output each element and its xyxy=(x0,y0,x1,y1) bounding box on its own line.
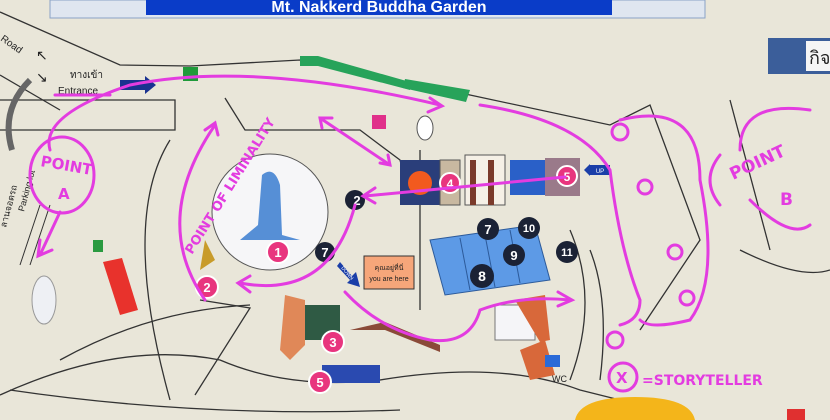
storyteller-marker xyxy=(636,178,654,196)
marker-8-label: 8 xyxy=(478,268,486,284)
up-sign xyxy=(590,165,610,175)
you-are-here-box xyxy=(363,255,415,290)
legend-circle xyxy=(607,361,639,393)
storyteller-marker xyxy=(666,243,684,261)
marker-7b-label: 7 xyxy=(484,222,491,237)
point-a-label-2: A xyxy=(58,185,70,203)
parking-shape xyxy=(31,275,57,325)
building-orange xyxy=(515,295,550,342)
arrow-to-parking xyxy=(36,210,62,259)
marker-11-label: 11 xyxy=(561,247,573,259)
green-strip xyxy=(300,56,410,90)
road-arrow-down: ↘ xyxy=(36,69,48,85)
title-banner xyxy=(146,0,612,15)
marker-5[interactable] xyxy=(308,370,332,394)
marker-2-black-label: 2 xyxy=(353,193,360,208)
green-block xyxy=(93,240,103,252)
temple-image xyxy=(510,160,545,195)
storyteller-marker xyxy=(605,330,625,350)
big-buddha-image xyxy=(240,171,300,240)
stair-bar xyxy=(470,160,476,205)
you-are-here-label: you are here xyxy=(369,276,408,283)
marker-2-pink-label: 2 xyxy=(203,280,210,295)
pond xyxy=(416,115,434,141)
route-lower xyxy=(343,290,576,343)
marker-5-pink[interactable] xyxy=(556,165,578,187)
curved-road xyxy=(5,77,33,151)
building-wc xyxy=(520,340,555,380)
entrance-label: Entrance xyxy=(58,86,98,97)
route-arrow-top xyxy=(47,74,446,152)
marker-7b[interactable] xyxy=(477,218,499,240)
legend-storyteller: =STORYTELLER xyxy=(642,373,763,389)
marker-8[interactable] xyxy=(470,264,494,288)
marker-9-label: 9 xyxy=(510,248,517,263)
point-a-label-1: POINT xyxy=(39,152,94,179)
yellow-sticker xyxy=(575,397,695,420)
marker-3-label: 3 xyxy=(329,335,336,350)
marker-1-label: 1 xyxy=(274,245,281,260)
you-are-here-thai: คุณอยู่ที่นี่ xyxy=(375,263,404,272)
walkway xyxy=(350,322,440,352)
route-right xyxy=(478,103,642,327)
storyteller-marker xyxy=(610,122,630,142)
marker-9[interactable] xyxy=(503,244,525,266)
arrow-to-2 xyxy=(235,203,357,294)
marker-10[interactable] xyxy=(518,217,540,239)
liminality-arc xyxy=(178,120,220,302)
marker-10-label: 10 xyxy=(523,223,535,235)
legend-red-square xyxy=(787,409,805,420)
point-a-circle xyxy=(28,135,96,215)
wc-label: WC xyxy=(552,374,567,384)
up-arrow xyxy=(584,164,590,176)
marker-1[interactable] xyxy=(266,240,290,264)
storyteller-marker xyxy=(678,289,696,307)
image-5 xyxy=(322,365,380,383)
legend-symbol: X xyxy=(616,369,628,387)
point-b-label-2: B xyxy=(780,190,793,210)
point-b-label-1: POINT xyxy=(727,141,789,184)
wc-blue xyxy=(545,355,560,367)
pink-block xyxy=(372,115,386,129)
route-right-outer xyxy=(618,114,710,327)
parking-lanes xyxy=(19,204,51,266)
entrance-thai-label: ทางเข้า xyxy=(70,69,103,81)
marker-5-label: 5 xyxy=(316,375,323,390)
double-arrow xyxy=(318,116,392,167)
hand-drawn-annotations xyxy=(28,74,812,393)
map-title: Mt. Nakkerd Buddha Garden xyxy=(271,0,486,16)
marker-2-black[interactable] xyxy=(345,190,365,210)
red-building xyxy=(103,258,138,315)
green-strip xyxy=(403,79,470,102)
building-3 xyxy=(280,295,305,360)
paths-outline xyxy=(0,11,830,413)
arrow-5-to-2 xyxy=(360,175,567,205)
marker-5-pink-label: 5 xyxy=(564,170,571,184)
side-panel-label: กิจ xyxy=(809,48,830,68)
road-arrow-up: ↖ xyxy=(36,47,48,63)
point-b-circle xyxy=(708,106,812,231)
marker-4-label: 4 xyxy=(447,177,454,191)
marker-11[interactable] xyxy=(556,241,578,263)
road-label: Road xyxy=(0,33,24,56)
side-panel-inner xyxy=(806,41,830,71)
marker-3[interactable] xyxy=(321,330,345,354)
golden-buddha-image xyxy=(200,240,215,270)
stair-bar xyxy=(488,160,494,205)
up-label: UP xyxy=(596,169,604,175)
marker-7a-label: 7 xyxy=(321,245,328,260)
down-sign xyxy=(337,262,360,287)
